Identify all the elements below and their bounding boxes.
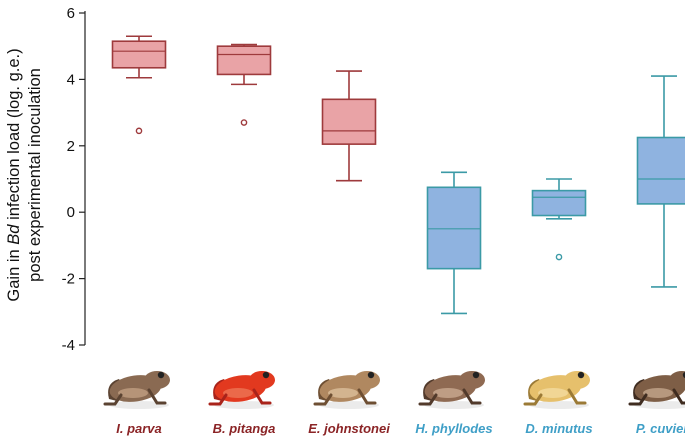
y-axis-label-line1-post: infection load (log. g.e.) bbox=[5, 48, 23, 224]
frog-hind-foot bbox=[523, 393, 543, 406]
y-tick-label: 4 bbox=[67, 71, 75, 88]
frog-hind-foot bbox=[628, 393, 648, 406]
frog-front-leg bbox=[672, 388, 685, 405]
frog-hind-foot bbox=[418, 393, 438, 406]
frog-shadow bbox=[214, 401, 274, 409]
frog-front-leg bbox=[357, 388, 377, 405]
box-p-cuvieri bbox=[636, 75, 685, 288]
frog-shadow bbox=[424, 401, 484, 409]
y-axis-label-line1: Gain in Bd infection load (log. g.e.) bbox=[5, 48, 23, 301]
frog-belly bbox=[118, 388, 148, 398]
frog-eye bbox=[682, 371, 685, 379]
frog-eye bbox=[577, 371, 585, 379]
y-axis-label-line2: post experimental inoculation bbox=[26, 68, 44, 282]
frog-hind-foot bbox=[208, 393, 228, 406]
iqr-box bbox=[426, 186, 482, 270]
frog-head bbox=[459, 371, 485, 389]
species-label-p-cuvieri: P. cuvieri bbox=[636, 421, 685, 436]
frog-head bbox=[144, 371, 170, 389]
y-axis-label: Gain in Bd infection load (log. g.e.) po… bbox=[5, 48, 44, 301]
frog-belly bbox=[328, 388, 358, 398]
y-tick-label: -4 bbox=[62, 337, 75, 354]
y-axis-label-line1-italic: Bd bbox=[5, 224, 23, 245]
frog-belly bbox=[538, 388, 568, 398]
frog-shadow bbox=[634, 401, 685, 409]
box-b-pitanga bbox=[216, 43, 272, 126]
frog-eye bbox=[367, 371, 375, 379]
box-d-minutus bbox=[531, 178, 587, 261]
outlier-point bbox=[240, 119, 248, 126]
frog-photo-h-phyllodes bbox=[418, 371, 485, 409]
frog-photo-d-minutus bbox=[523, 371, 590, 409]
frog-photo-i-parva bbox=[103, 371, 170, 409]
iqr-box bbox=[531, 189, 587, 217]
frog-head bbox=[249, 371, 275, 389]
iqr-box bbox=[216, 45, 272, 76]
species-label-i-parva: I. parva bbox=[116, 421, 162, 436]
frog-head bbox=[354, 371, 380, 389]
frog-front-leg bbox=[252, 388, 272, 405]
frog-head bbox=[669, 371, 685, 389]
species-label-b-pitanga: B. pitanga bbox=[213, 421, 276, 436]
frog-head bbox=[564, 371, 590, 389]
box-i-parva bbox=[111, 35, 167, 135]
y-tick-label: 0 bbox=[67, 204, 75, 221]
frog-front-leg bbox=[567, 388, 587, 405]
frog-belly bbox=[223, 388, 253, 398]
frog-shadow bbox=[319, 401, 379, 409]
species-label-d-minutus: D. minutus bbox=[525, 421, 592, 436]
iqr-box bbox=[321, 98, 377, 145]
frog-hind-foot bbox=[103, 393, 123, 406]
frog-eye bbox=[157, 371, 165, 379]
y-axis: 6 4 2 0 -2 -4 bbox=[62, 5, 86, 354]
x-tick-labels: I. parva B. pitanga E. johnstonei H. phyllo… bbox=[116, 421, 685, 436]
iqr-box bbox=[111, 40, 167, 69]
frog-eye bbox=[472, 371, 480, 379]
frog-photo-p-cuvieri bbox=[628, 371, 685, 409]
y-axis-label-line1-pre: Gain in bbox=[5, 245, 23, 302]
frog-shadow bbox=[109, 401, 169, 409]
frog-belly bbox=[643, 388, 673, 398]
species-label-e-johnstonei: E. johnstonei bbox=[308, 421, 390, 436]
y-tick-label: 2 bbox=[67, 138, 75, 155]
frog-front-leg bbox=[462, 388, 482, 405]
y-tick-label: 6 bbox=[67, 5, 75, 22]
species-label-h-phyllodes: H. phyllodes bbox=[415, 421, 492, 436]
frog-photo-e-johnstonei bbox=[313, 371, 380, 409]
y-tick-label: -2 bbox=[62, 271, 75, 288]
outlier-point bbox=[135, 127, 143, 135]
frog-shadow bbox=[529, 401, 589, 409]
box-series bbox=[111, 35, 685, 315]
species-images bbox=[103, 371, 685, 409]
box-e-johnstonei bbox=[321, 70, 377, 182]
iqr-box bbox=[636, 136, 685, 205]
outlier-point bbox=[555, 253, 563, 261]
frog-belly bbox=[433, 388, 463, 398]
frog-hind-foot bbox=[313, 393, 333, 406]
box-h-phyllodes bbox=[426, 171, 482, 315]
frog-front-leg bbox=[147, 388, 167, 405]
frog-photo-b-pitanga bbox=[208, 371, 275, 409]
frog-eye bbox=[262, 371, 270, 379]
